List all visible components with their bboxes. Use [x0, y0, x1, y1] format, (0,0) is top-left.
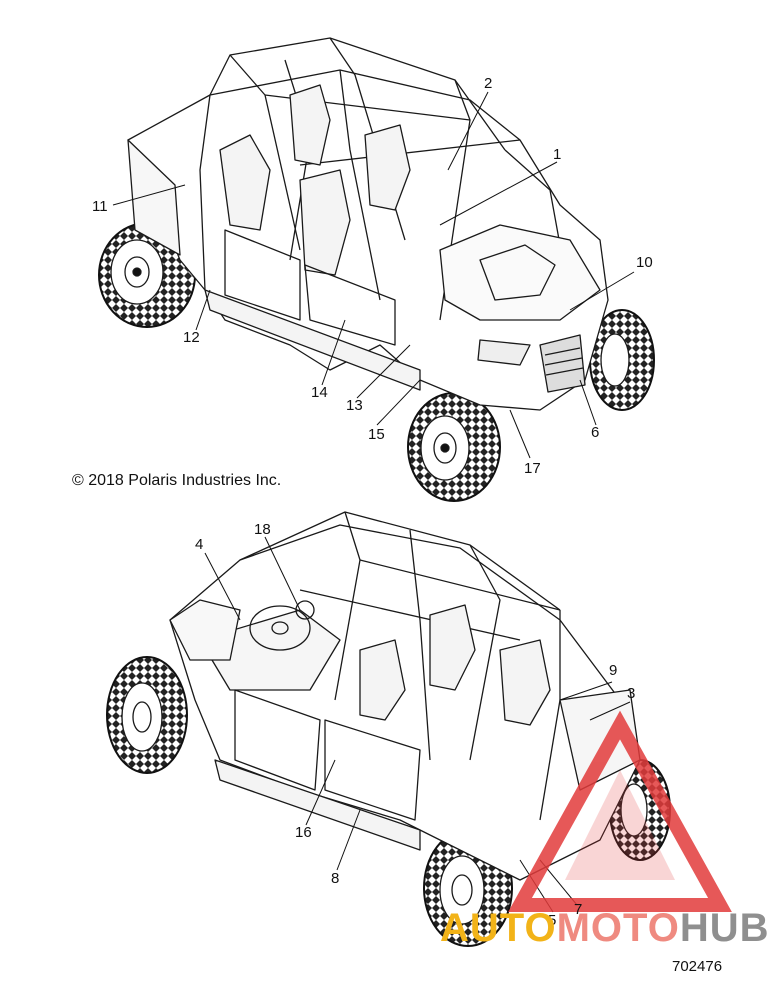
bottom-vehicle [106, 511, 671, 947]
callout-6: 6 [591, 424, 600, 441]
watermark-moto: MOTO [556, 906, 680, 950]
callout-13: 13 [346, 397, 363, 414]
watermark-triangle [508, 710, 732, 912]
callout-4: 4 [195, 536, 204, 553]
callout-9: 9 [609, 662, 618, 679]
callout-11: 11 [92, 198, 108, 215]
callout-8: 8 [331, 870, 340, 887]
watermark-logo: AUTOMOTOHUB [440, 906, 768, 951]
callout-15: 15 [368, 426, 385, 443]
watermark-auto: AUTO [440, 906, 557, 950]
callout-18: 18 [254, 521, 271, 538]
callout-3: 3 [627, 685, 636, 702]
top-leader-lines [112, 91, 635, 459]
part-number: 702476 [672, 958, 723, 975]
watermark-hub: HUB [679, 906, 768, 950]
top-front-right-wheel [589, 309, 655, 411]
callout-1: 1 [553, 146, 562, 163]
callout-16: 16 [295, 824, 312, 841]
bottom-left-wheel [106, 656, 188, 774]
callout-7: 7 [574, 901, 583, 918]
callout-17: 17 [524, 460, 541, 477]
copyright-text: © 2018 Polaris Industries Inc. [72, 472, 282, 489]
top-vehicle [98, 37, 655, 502]
callout-14: 14 [311, 384, 328, 401]
callout-12: 12 [183, 329, 200, 346]
callout-2: 2 [484, 75, 493, 92]
top-front-wheel [407, 392, 501, 502]
callout-5: 5 [548, 912, 557, 929]
callout-10: 10 [636, 254, 653, 271]
